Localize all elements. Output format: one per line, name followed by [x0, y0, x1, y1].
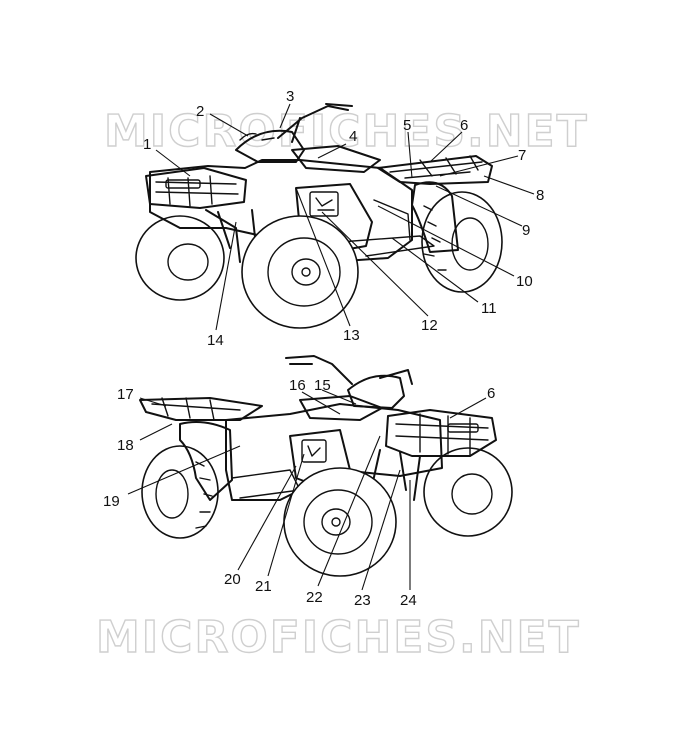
atv-top-rear-rack	[377, 155, 493, 185]
atv-bottom-body	[225, 403, 443, 501]
leader-lines-top	[155, 103, 535, 331]
atv-top-illustration	[135, 103, 503, 329]
atv-bottom-headlight-pod	[347, 374, 405, 409]
callouts-bottom: 17 18 19 20 21 22 23 24 16 15 6	[103, 377, 495, 609]
callout-3: 3	[286, 88, 294, 105]
callout-18: 18	[117, 437, 134, 454]
callout-6-bottom: 6	[487, 385, 495, 402]
atv-bottom-illustration	[139, 355, 513, 577]
callout-11: 11	[481, 300, 497, 317]
atv-top-front-rack	[145, 167, 247, 209]
callout-13: 13	[343, 327, 360, 344]
callout-16: 16	[289, 377, 306, 394]
callouts-top: 1 2 3 4 5 6 7 8 9 10 11 12 13 14	[143, 88, 544, 349]
callout-7: 7	[518, 147, 526, 164]
atv-bottom-fuel-tank	[299, 395, 383, 421]
atv-bottom-front-far-wheel	[423, 447, 513, 537]
atv-top-handlebar	[277, 103, 353, 143]
callout-1: 1	[143, 136, 151, 153]
callout-24: 24	[400, 592, 417, 609]
callout-4: 4	[349, 128, 357, 145]
callout-17: 17	[117, 386, 134, 403]
callout-12: 12	[421, 317, 438, 334]
callout-2: 2	[196, 103, 204, 120]
atv-top-rear-wheel	[421, 191, 503, 293]
callout-21: 21	[255, 578, 272, 595]
callout-9: 9	[522, 222, 530, 239]
atv-bottom-front-rack	[385, 409, 497, 457]
atv-top-body	[149, 159, 413, 263]
atv-top-front-right-wheel	[241, 215, 359, 329]
atv-bottom-handlebar	[285, 355, 413, 385]
atv-top-rear-fender	[411, 181, 459, 253]
atv-top-fuel-tank	[291, 145, 381, 173]
callout-23: 23	[354, 592, 371, 609]
watermark-bottom: MICROFICHES.NET	[96, 612, 581, 663]
callout-20: 20	[224, 571, 241, 588]
atv-bottom-rear-fender	[179, 421, 233, 501]
callout-10: 10	[516, 273, 533, 290]
atv-bottom-panel-decal	[301, 439, 327, 463]
callout-22: 22	[306, 589, 323, 606]
callout-14: 14	[207, 332, 224, 349]
callout-19: 19	[103, 493, 120, 510]
callout-5: 5	[403, 117, 411, 134]
leader-lines-bottom	[127, 389, 487, 591]
atv-bottom-rear-rack	[139, 397, 263, 421]
callout-6-top: 6	[460, 117, 468, 134]
atv-top-front-left-wheel	[135, 215, 225, 301]
atv-top-panel-decal	[309, 191, 339, 217]
callout-8: 8	[536, 187, 544, 204]
callout-15: 15	[314, 377, 331, 394]
